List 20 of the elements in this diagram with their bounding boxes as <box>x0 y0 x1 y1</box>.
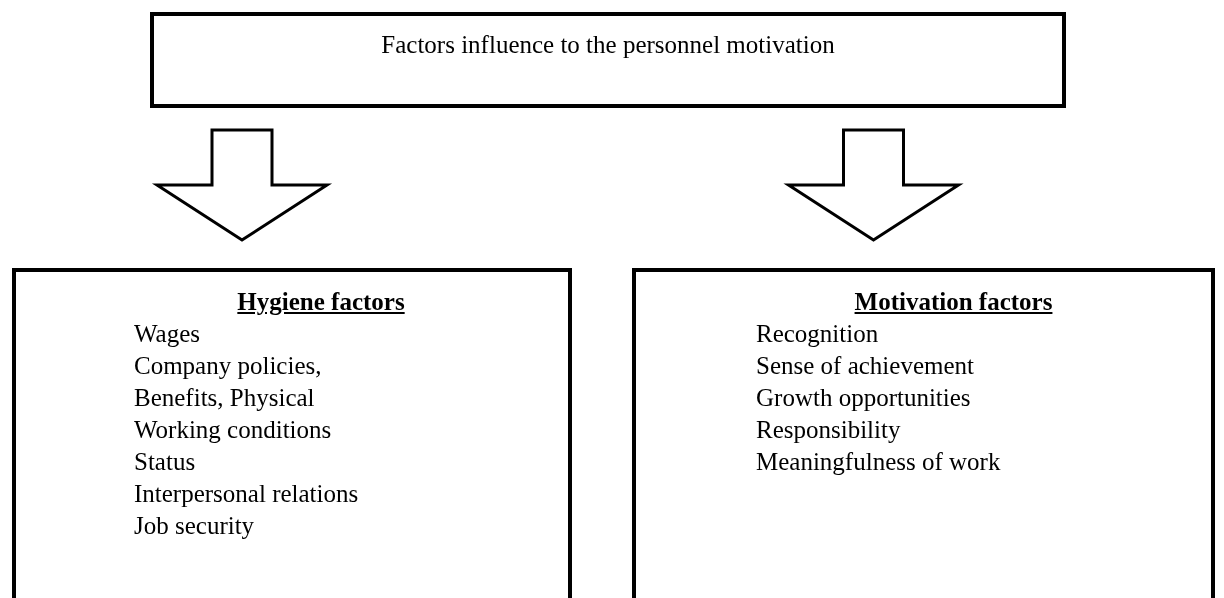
list-item: Sense of achievement <box>756 351 974 381</box>
heading: Motivation factors <box>854 287 1053 317</box>
list-item: Growth opportunities <box>756 383 971 413</box>
list-item: Working conditions <box>134 415 332 445</box>
block-arrow <box>151 128 333 242</box>
list-item: Meaningfulness of work <box>756 447 1001 477</box>
block-arrow <box>783 128 964 242</box>
factor-box <box>632 268 1215 598</box>
title-text: Factors influence to the personnel motivation <box>381 30 835 61</box>
list-item: Company policies, <box>134 351 322 381</box>
heading: Hygiene factors <box>237 287 405 317</box>
list-item: Wages <box>134 319 200 349</box>
factor-box <box>12 268 572 598</box>
list-item: Recognition <box>756 319 879 349</box>
list-item: Interpersonal relations <box>134 479 359 509</box>
list-item: Status <box>134 447 196 477</box>
title-box <box>150 12 1066 108</box>
list-item: Job security <box>134 511 255 541</box>
list-item: Responsibility <box>756 415 901 445</box>
list-item: Benefits, Physical <box>134 383 315 413</box>
